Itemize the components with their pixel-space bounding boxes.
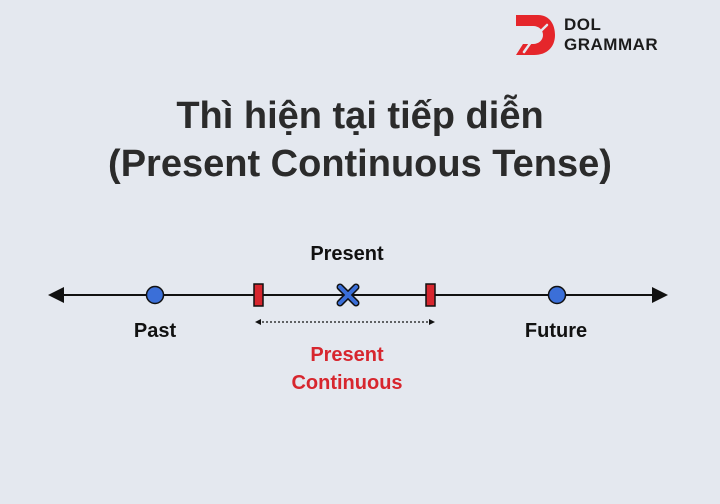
duration-bracket [255,319,435,325]
past-label: Past [133,320,177,342]
future-label: Future [524,320,588,342]
interval-end-marker [425,283,436,307]
present-continuous-line1: Present [310,344,384,366]
dol-grammar-logo: DOL GRAMMAR [514,13,658,57]
logo-text-dol: DOL [564,15,602,34]
arrow-left-icon [48,287,64,303]
present-continuous-line2: Continuous [291,372,403,394]
logo-text-grammar: GRAMMAR [564,35,659,54]
title-vietnamese: Thì hiện tại tiếp diễn [176,95,544,137]
present-continuous-label: Present Continuous [257,341,437,397]
past-point [145,285,165,305]
title-english: (Present Continuous Tense) [108,143,612,185]
present-cross-icon [336,283,360,307]
arrow-right-icon [652,287,668,303]
present-label: Present [310,243,384,265]
interval-start-marker [253,283,264,307]
future-point [547,285,567,305]
page-title: Thì hiện tại tiếp diễn (Present Continuo… [0,92,720,188]
dol-logo-icon [516,15,555,55]
